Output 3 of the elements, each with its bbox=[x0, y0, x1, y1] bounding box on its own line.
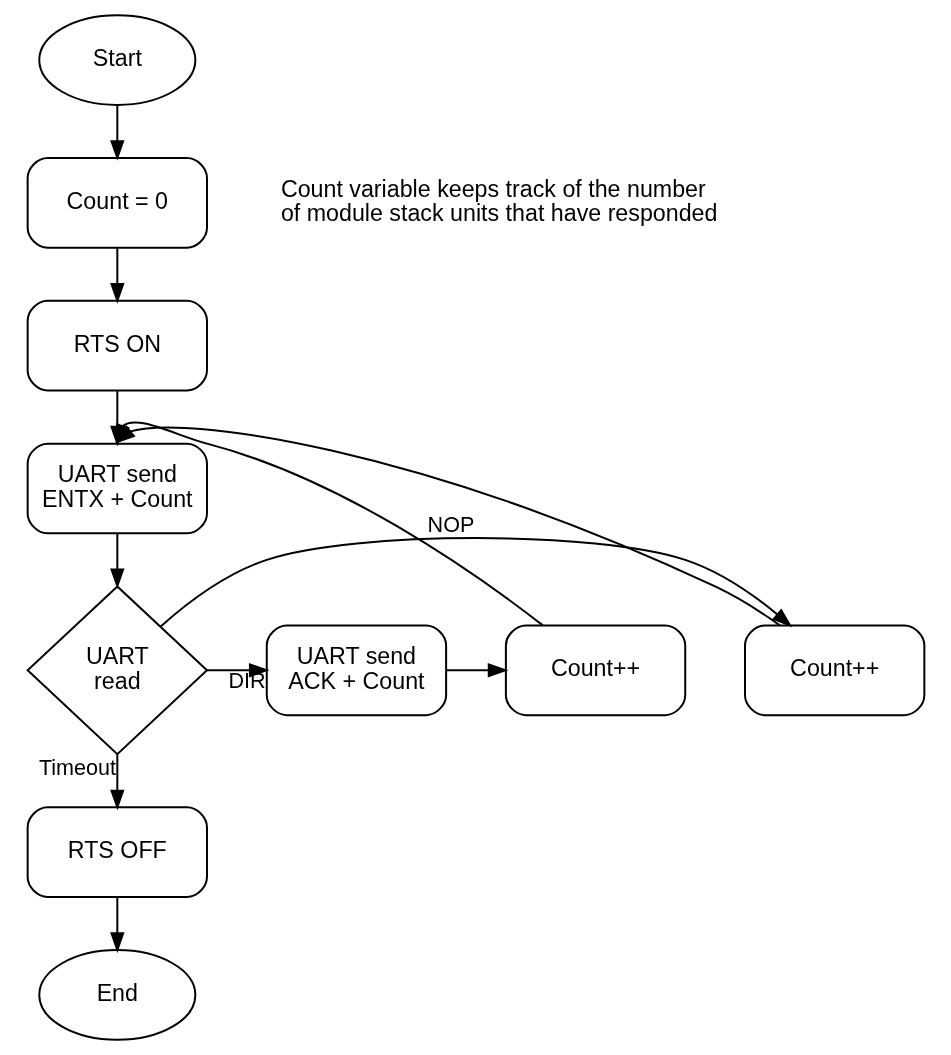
edge-label: Timeout bbox=[38, 754, 116, 780]
edge-label: NOP bbox=[427, 512, 474, 538]
node-label: Count variable keeps track of the number of module stack units that have responded bbox=[280, 175, 717, 227]
